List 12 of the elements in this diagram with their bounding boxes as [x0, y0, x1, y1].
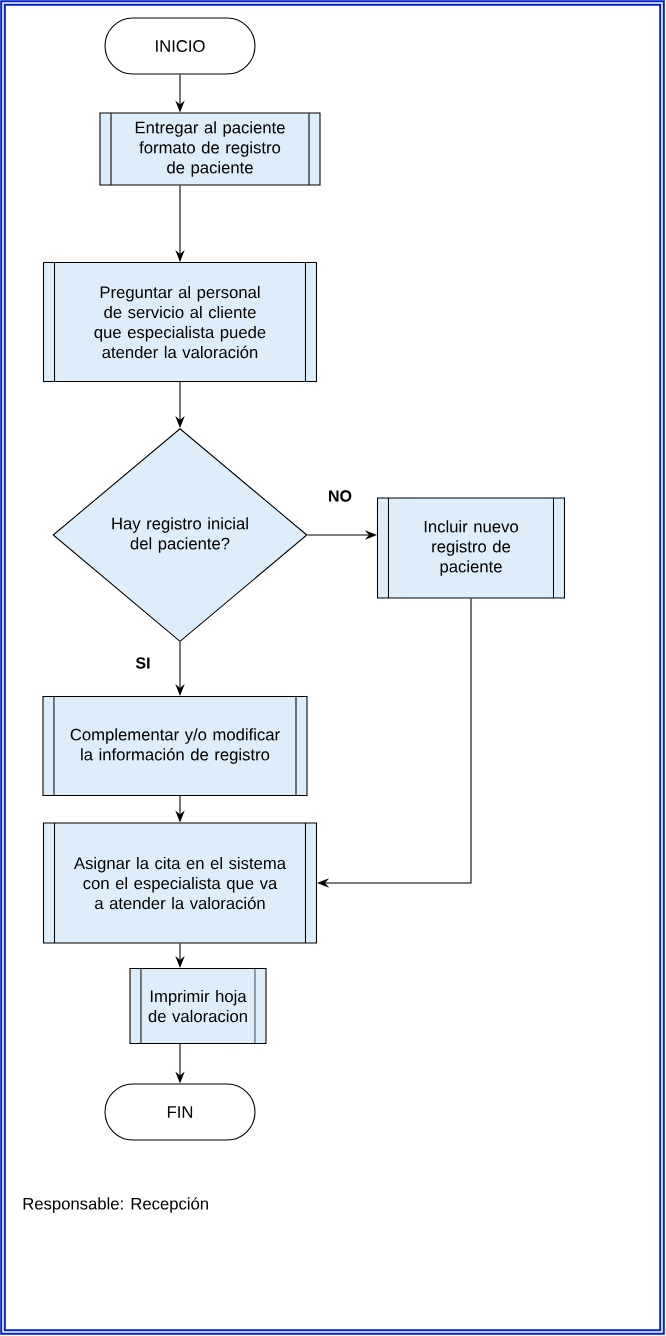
process-box: Complementar y/o modificar la información de registro	[42, 695, 308, 797]
process-box: Asignar la cita en el sistema con el especialista que va a atender la valoración	[42, 822, 318, 944]
terminal-box: FIN	[104, 1083, 256, 1141]
process-box: Incluir nuevo registro de paciente	[376, 497, 566, 599]
note-text: Responsable: Recepción	[23, 1197, 208, 1213]
arrow	[317, 598, 472, 888]
process-box: Entregar al paciente formato de registro de paciente	[99, 112, 321, 186]
edge-label: SI	[134, 656, 152, 670]
process-box: Imprimir hoja de valoracion	[129, 967, 267, 1045]
edge-label: NO	[326, 489, 354, 503]
process-box: Preguntar al personal de servicio al cliente que especialista puede atender la valoración	[42, 261, 318, 383]
terminal-box: INICIO	[104, 17, 256, 75]
